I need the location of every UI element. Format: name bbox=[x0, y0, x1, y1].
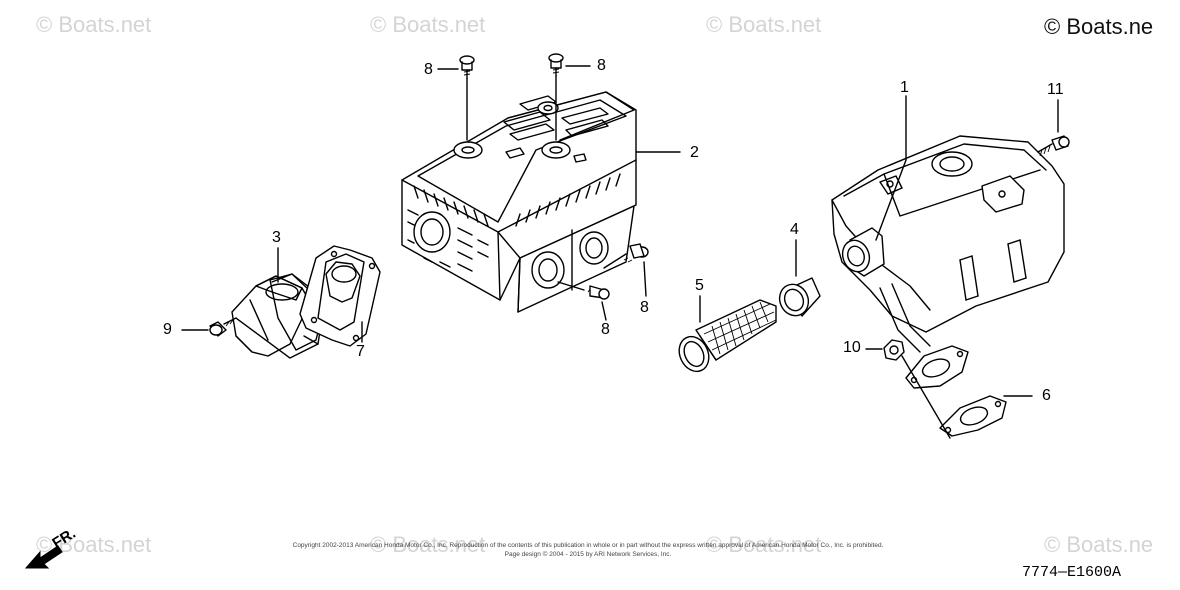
bolt-8-top-left bbox=[459, 55, 475, 141]
callout-8-side-right: 8 bbox=[640, 299, 649, 316]
callout-8-top-right: 8 bbox=[597, 57, 606, 74]
exhaust-collar bbox=[778, 277, 821, 317]
copyright-notice: Copyright 2002-2013 American Honda Motor… bbox=[292, 542, 884, 549]
callout-9: 9 bbox=[163, 321, 172, 338]
watermark: © Boats.net bbox=[370, 532, 486, 557]
bolt-11 bbox=[1037, 135, 1070, 157]
callout-5: 5 bbox=[695, 277, 704, 294]
spark-arrester bbox=[678, 299, 777, 373]
nut-10 bbox=[883, 339, 905, 361]
callout-3: 3 bbox=[272, 229, 281, 246]
gasket-lower bbox=[939, 395, 1007, 437]
bolt-9 bbox=[209, 317, 237, 337]
watermark: © Boats.net bbox=[706, 532, 822, 557]
gasket-upper bbox=[905, 345, 969, 389]
callout-4: 4 bbox=[790, 221, 799, 238]
bolt-8-top-right bbox=[548, 53, 564, 141]
bolt-8-side-right bbox=[603, 243, 649, 269]
callout-6: 6 bbox=[1042, 387, 1051, 404]
callout-8-top-left: 8 bbox=[424, 61, 433, 78]
callout-7: 7 bbox=[356, 343, 365, 360]
watermark: © Boats.net bbox=[36, 12, 152, 37]
watermark: © Boats.net bbox=[370, 12, 486, 37]
callout-10: 10 bbox=[843, 339, 861, 356]
exhaust-gasket-plate bbox=[299, 245, 381, 347]
muffler bbox=[831, 135, 1065, 353]
corner-watermark: © Boats.ne bbox=[1044, 14, 1154, 39]
callout-1: 1 bbox=[900, 79, 909, 96]
callout-2: 2 bbox=[690, 144, 699, 161]
watermark: © Boats.ne bbox=[1044, 532, 1154, 557]
exhaust-deflector bbox=[231, 273, 327, 357]
bolt-8-side-left bbox=[557, 281, 610, 300]
front-direction-arrow bbox=[24, 545, 63, 569]
callout-11: 11 bbox=[1047, 81, 1064, 98]
diagram-code: 7774—E1600A bbox=[1022, 564, 1122, 581]
watermark: © Boats.net bbox=[706, 12, 822, 37]
callout-8-side-left: 8 bbox=[601, 321, 610, 338]
page-design-notice: Page design © 2004 - 2015 by ARI Network… bbox=[504, 551, 672, 558]
muffler-protector bbox=[401, 91, 637, 313]
